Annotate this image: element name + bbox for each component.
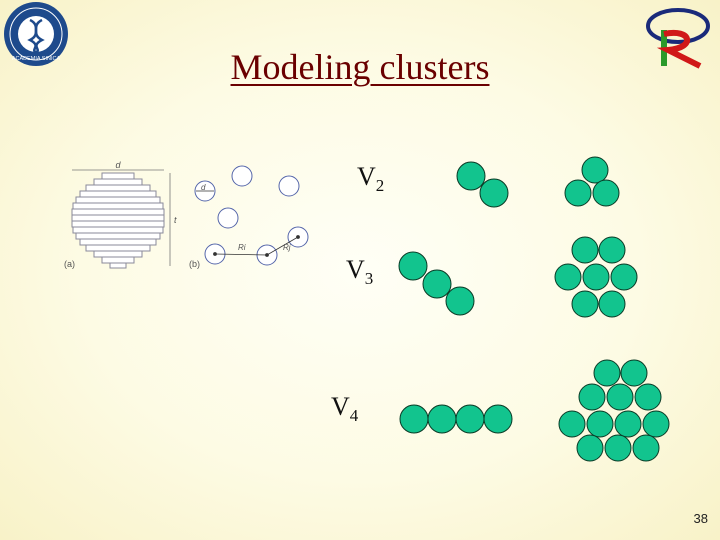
rj-label: Rj — [283, 243, 291, 252]
panel-a-label: (a) — [64, 259, 75, 269]
figure-b-circles — [194, 165, 309, 266]
panel-b-label: (b) — [189, 259, 200, 269]
page-number: 38 — [693, 511, 708, 526]
figure-a-dimensions — [72, 169, 171, 266]
v3-linear-cluster — [398, 251, 475, 316]
dim-t-label: t — [174, 215, 177, 225]
v2-label: V2 — [357, 162, 385, 196]
ri-label: Ri — [238, 243, 246, 252]
slide-title: Modeling clusters — [230, 47, 490, 87]
seal-text: ACADEMIA SINICA — [12, 56, 61, 62]
v4-compact-cluster — [558, 359, 670, 462]
v3-label: V3 — [346, 255, 374, 289]
v3-compact-cluster — [554, 236, 638, 318]
figure-a-layered-sphere — [71, 172, 165, 269]
dim-d-top-label: d — [115, 160, 121, 170]
v4-linear-cluster — [399, 404, 513, 434]
figure-b-radius-lines — [196, 190, 300, 257]
v2-linear-cluster — [456, 161, 509, 208]
v4-label: V4 — [331, 392, 359, 426]
red-green-r-logo — [646, 8, 710, 69]
academia-sinica-seal-logo: ACADEMIA SINICA — [4, 2, 68, 66]
v2-compact-cluster — [564, 156, 620, 207]
dim-d-circle-label: d — [201, 183, 206, 192]
